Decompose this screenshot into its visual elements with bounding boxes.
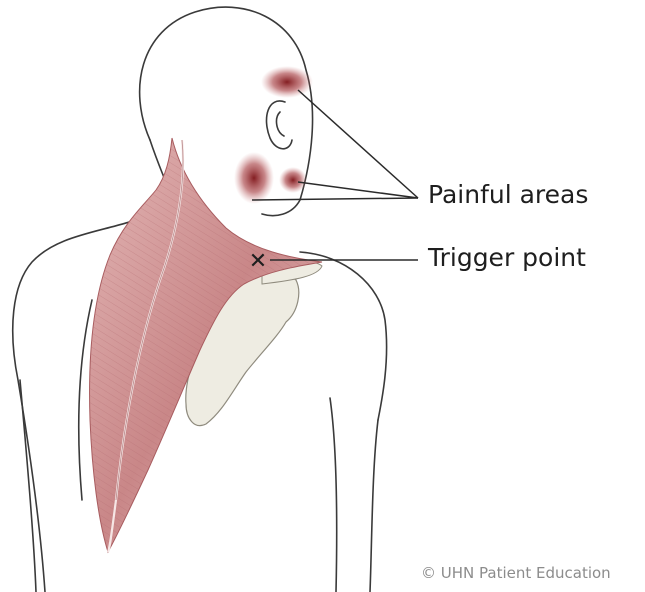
- trigger-point-label: Trigger point: [428, 243, 586, 272]
- painful-areas: [234, 66, 313, 204]
- pain-spot-cheek: [279, 167, 307, 193]
- painful-areas-label: Painful areas: [428, 180, 588, 209]
- trigger-point-marker: ✕: [249, 249, 267, 274]
- pain-spot-temple: [261, 66, 313, 98]
- pain-spot-jaw: [234, 152, 274, 204]
- copyright-credit: © UHN Patient Education: [421, 564, 611, 582]
